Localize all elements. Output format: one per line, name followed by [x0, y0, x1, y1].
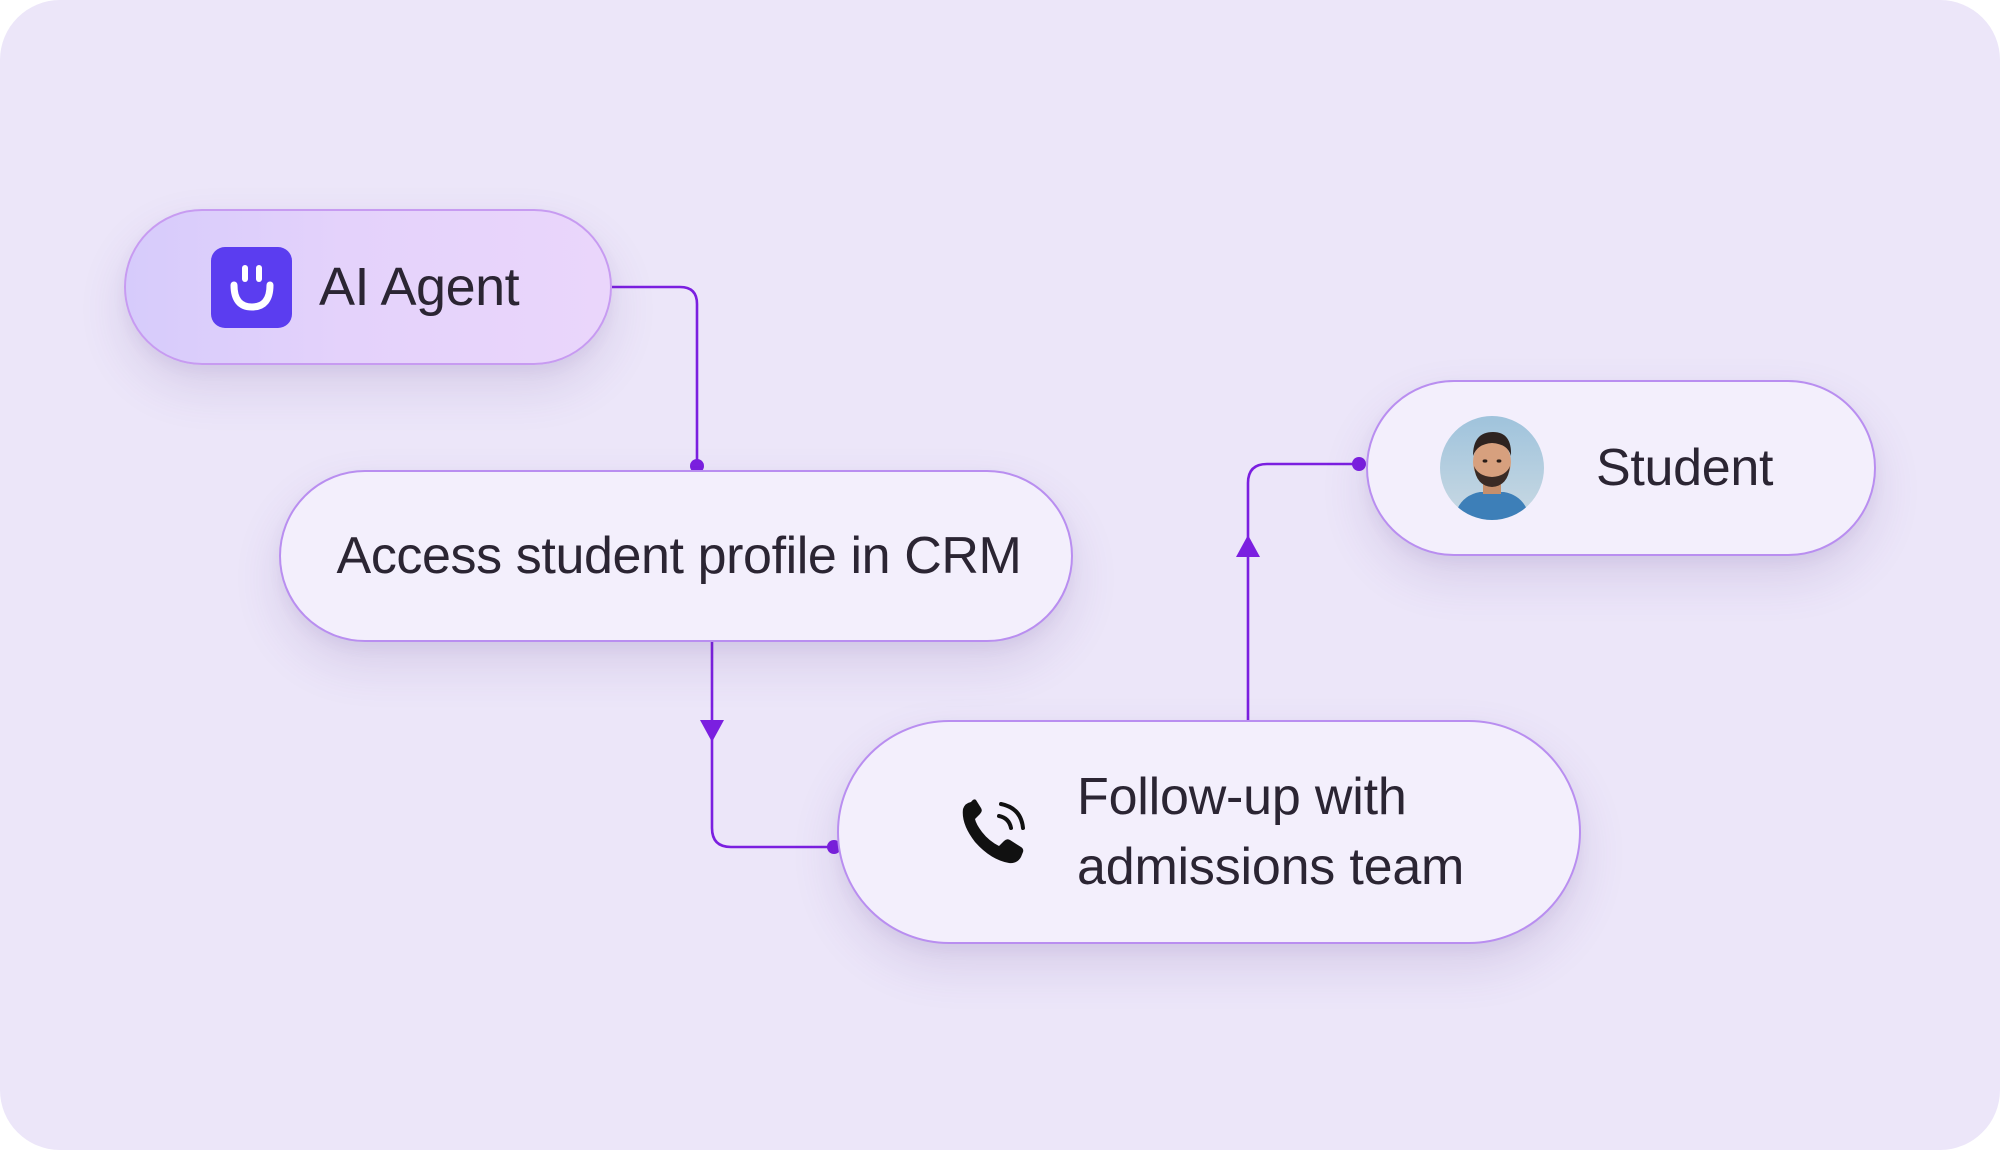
node-student: Student	[1366, 380, 1876, 556]
node-label-followup: Follow-up with admissions team	[1077, 762, 1464, 902]
node-label-ai-agent: AI Agent	[319, 257, 520, 317]
connector-agent-to-crm	[612, 285, 699, 466]
node-label-followup-line2: admissions team	[1077, 838, 1465, 896]
connector-arrow-down	[700, 720, 724, 742]
student-avatar	[1440, 416, 1544, 520]
node-label-followup-line1: Follow-up with	[1077, 768, 1407, 826]
connector-crm-to-followup	[710, 642, 832, 849]
phone-call-icon	[962, 799, 1025, 864]
smiley-logo-icon	[211, 246, 292, 328]
connector-followup-to-student	[1246, 462, 1358, 720]
node-label-student: Student	[1596, 439, 1774, 497]
connector-arrow-up	[1236, 535, 1260, 557]
connector-dot-student-left	[1352, 457, 1366, 471]
node-access-crm: Access student profile in CRM	[279, 470, 1073, 642]
node-followup-admissions: Follow-up with admissions team	[837, 720, 1581, 944]
node-ai-agent: AI Agent	[124, 209, 612, 365]
node-label-access-crm: Access student profile in CRM	[336, 527, 1022, 585]
